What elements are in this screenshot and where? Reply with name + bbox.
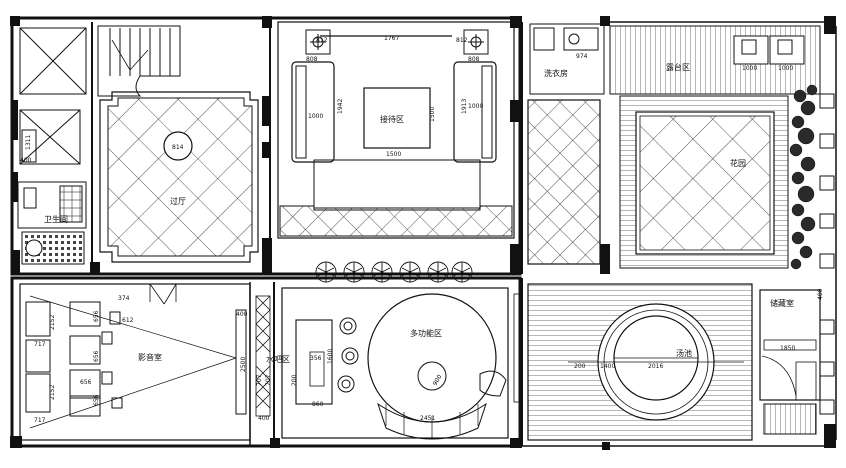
spa-deck	[527, 283, 753, 441]
dim-1500-a: 1500	[429, 107, 436, 122]
planter-row	[315, 261, 473, 283]
dim-717-a: 717	[34, 341, 46, 348]
stair-area	[19, 25, 181, 165]
dim-400-c: 400	[258, 415, 270, 422]
dim-812-b: 812	[316, 37, 328, 44]
dim-1311: 1311	[25, 135, 32, 150]
dim-860: 860	[312, 401, 324, 408]
cinema-label: 影音室	[138, 352, 162, 362]
dim-1913: 1913	[461, 99, 468, 114]
garden-label: 花园	[730, 158, 746, 168]
bar-label: 水吧区	[266, 354, 290, 364]
dim-707-a: 707	[256, 374, 263, 386]
dim-656-a: 656	[93, 310, 100, 322]
multi-area	[281, 287, 521, 440]
dim-974: 974	[576, 53, 588, 60]
dim-1942: 1942	[337, 99, 344, 114]
dim-656-b: 656	[93, 350, 100, 362]
cinema	[19, 283, 251, 441]
garden	[619, 95, 789, 269]
storage-label: 储藏室	[770, 298, 794, 308]
dim-200-b: 200	[574, 363, 586, 370]
bar-column	[255, 295, 271, 417]
dim-900: 900	[432, 373, 444, 387]
multi-label: 多功能区	[410, 328, 442, 338]
dim-356: 356	[310, 355, 322, 362]
dim-1000-a: 1000	[308, 113, 323, 120]
dim-717-b: 717	[34, 417, 46, 424]
dim-200: 200	[291, 374, 298, 386]
dim-400-d: 400	[817, 288, 824, 300]
deck	[609, 25, 821, 95]
dim-812-a: 812	[456, 37, 468, 44]
dim-400-a: 400	[20, 157, 32, 164]
dim-656-d: 656	[93, 394, 100, 406]
dim-2500: 2500	[240, 357, 247, 372]
dim-374: 374	[118, 295, 130, 302]
dim-1600: 1600	[327, 349, 334, 364]
spa-label: 汤池	[676, 348, 692, 358]
dim-808-b: 808	[468, 56, 480, 63]
dim-814: 814	[172, 144, 184, 151]
reception-area	[277, 21, 515, 239]
dim-1850: 1850	[780, 345, 795, 352]
dim-1000-c: 1000	[742, 65, 757, 72]
dim-612: 612	[122, 317, 134, 324]
dim-808-a: 808	[306, 56, 318, 63]
deck-label: 露台区	[666, 62, 690, 72]
bathroom	[17, 181, 87, 265]
hall-floor	[99, 91, 259, 263]
dim-2016: 2016	[648, 363, 663, 370]
hedge	[789, 84, 818, 270]
right-boxes	[819, 93, 835, 415]
dim-656-c: 656	[80, 379, 92, 386]
reception-label: 接待区	[380, 114, 404, 124]
dim-400-b: 400	[236, 311, 248, 318]
dim-1000-d: 1000	[778, 65, 793, 72]
laundry	[527, 23, 605, 265]
hall-label: 过厅	[170, 196, 186, 206]
dim-1500-b: 1500	[386, 151, 401, 158]
dim-2152-b: 2152	[49, 385, 56, 400]
laundry-label: 洗衣房	[544, 68, 568, 78]
bath-label: 卫生间	[44, 214, 68, 224]
dim-1767: 1767	[384, 35, 399, 42]
dim-1000-b: 1000	[468, 103, 483, 110]
dim-2451: 2451	[420, 415, 435, 422]
storage-room	[759, 289, 821, 435]
dim-2152-a: 2152	[49, 315, 56, 330]
dim-1400: 1400	[600, 363, 615, 370]
dim-707-b: 707	[265, 374, 272, 386]
